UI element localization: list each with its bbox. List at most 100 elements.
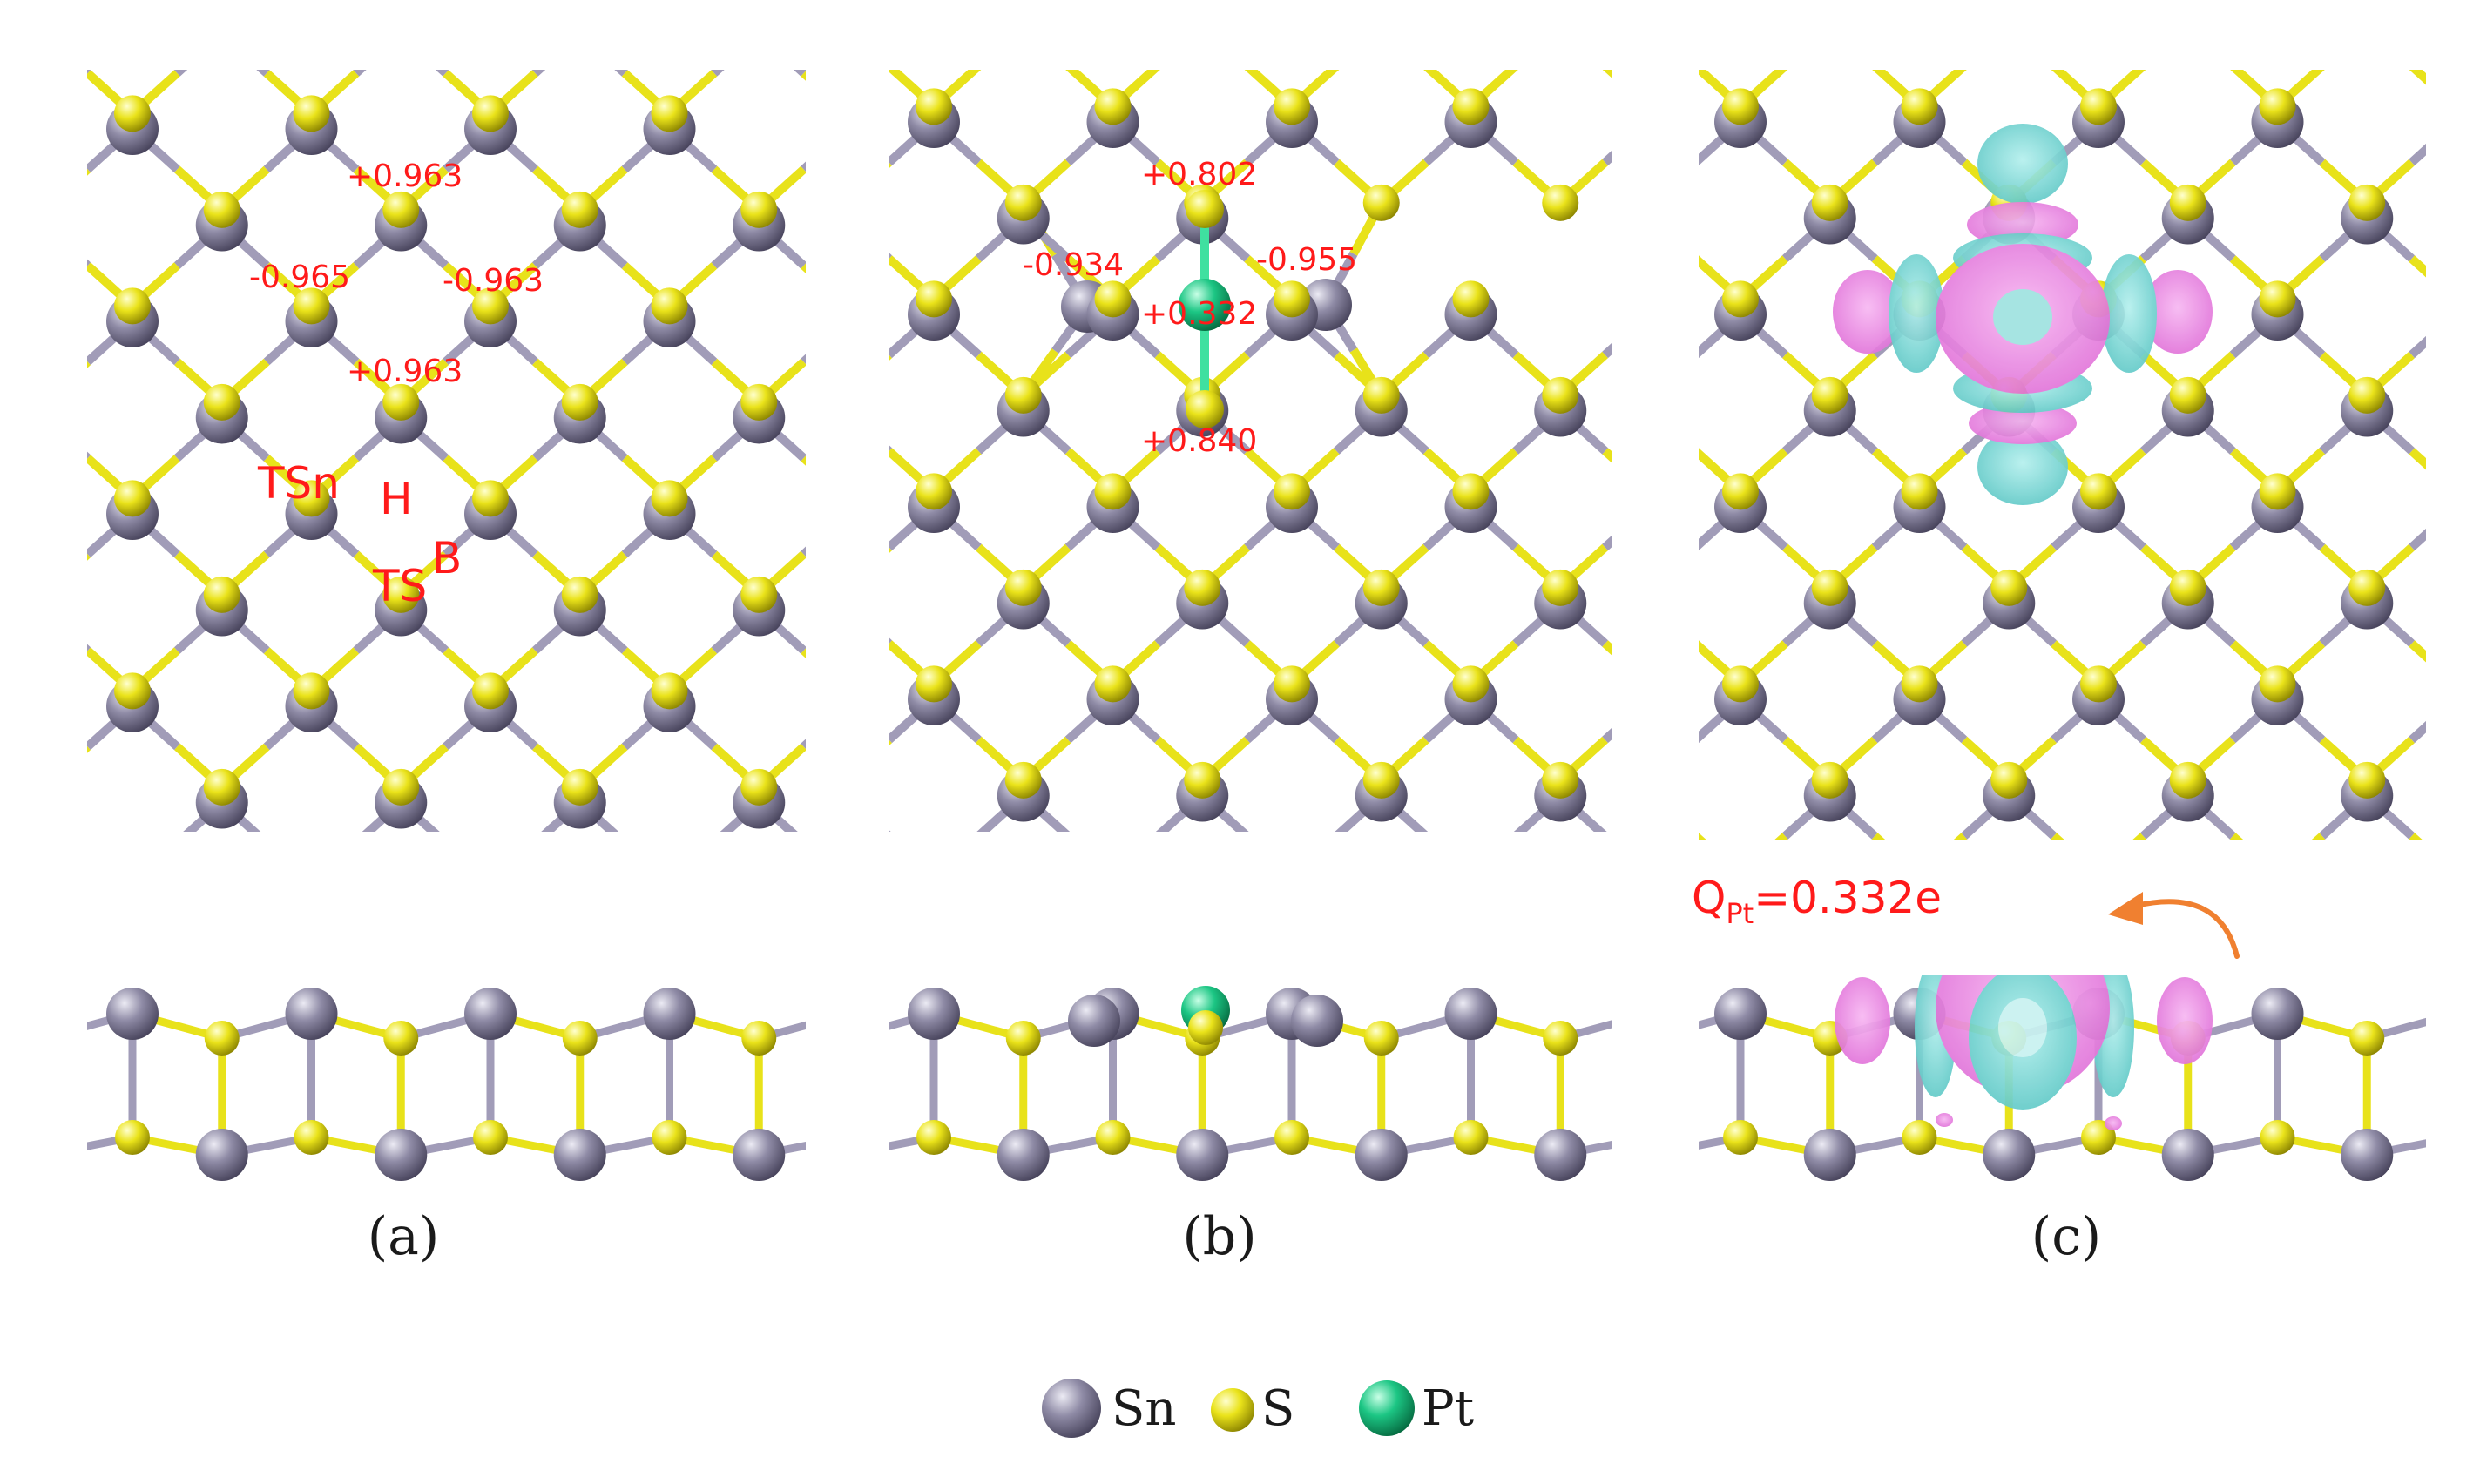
s-atom (1543, 1021, 1578, 1056)
bond-half-s (1874, 932, 1918, 972)
sn-atom (17, 584, 69, 637)
bond-half-s (2412, 1029, 2456, 1069)
sn-atom (2162, 0, 2214, 52)
sn-atom (17, 1162, 69, 1214)
bond-half-sn (267, 899, 311, 939)
s-atom (2259, 665, 2296, 703)
accumulation-lobe (1833, 270, 1902, 354)
bond-half-sn (43, 803, 87, 843)
s-atom (737, 88, 774, 125)
bond-half-sn (435, 70, 449, 77)
charge-label: +0.963 (347, 159, 463, 194)
sn-atom (1002, 295, 1054, 347)
s-atom (1632, 1120, 1667, 1155)
accumulation-lobe (1835, 977, 1890, 1064)
bond-half-sn (1072, 418, 1117, 458)
s-atom (740, 576, 778, 613)
sn-atom (1444, 988, 1497, 1040)
bond-half-s (2367, 0, 2411, 10)
s-atom (920, 577, 956, 613)
s-atom (1010, 865, 1046, 901)
bond-half-s (1829, 644, 1874, 684)
bond-half-s (2051, 833, 2065, 840)
bond-half-sn (1874, 796, 1918, 836)
s-atom (1363, 954, 1400, 991)
bond-half-sn (87, 644, 91, 651)
bond-half-sn (1072, 33, 1117, 73)
s-atom (916, 665, 952, 703)
sn-atom (2430, 1058, 2480, 1110)
bond-half-sn (1740, 411, 1784, 451)
bond-half-sn (1562, 507, 1606, 547)
s-atom (1010, 95, 1046, 132)
bond-half-sn (2233, 1084, 2277, 1124)
s-atom (1990, 0, 2027, 29)
bond-half-s (2132, 833, 2146, 840)
bond-half-sn (1336, 26, 1381, 66)
bond-half-sn (1072, 803, 1117, 843)
s-atom (24, 1154, 61, 1191)
bond-half-s (1605, 836, 1650, 876)
sn-atom (1892, 0, 1944, 52)
s-atom (204, 0, 240, 36)
s-atom-icon (1211, 1388, 1254, 1432)
sn-atom (1091, 7, 1143, 59)
bond-half-s (1651, 354, 1695, 395)
bond-half-s (1874, 739, 1918, 779)
bond-half-s (0, 746, 43, 786)
bond-half-sn (1651, 219, 1695, 259)
bond-half-s (1382, 932, 1426, 972)
bond-half-sn (0, 33, 43, 73)
bond-half-s (1874, 0, 1918, 10)
s-atom (1542, 0, 1578, 29)
s-atom (1812, 0, 1848, 29)
bond-half-sn (1829, 122, 1874, 162)
bond-half-s (1202, 0, 1247, 10)
s-atom (382, 961, 419, 998)
sn-atom (106, 988, 159, 1040)
s-atom (831, 1120, 866, 1155)
s-atom (293, 672, 330, 710)
bond-half-s (1952, 833, 1968, 840)
s-atom (2259, 88, 2296, 125)
bond-half-s (2409, 70, 2426, 85)
sn-atom (1091, 392, 1143, 444)
s-atom (1542, 569, 1579, 606)
bond-half-s (87, 361, 91, 368)
sn-atom (1892, 770, 1944, 822)
s-atom (203, 191, 240, 228)
s-atom (1010, 287, 1046, 324)
s-atom (916, 88, 952, 125)
bond-half-s (1830, 932, 1875, 972)
s-atom (1188, 1010, 1223, 1045)
bond-half-s (401, 0, 445, 17)
panel-b-top-view (737, 0, 1944, 1207)
bond-half-sn (0, 418, 43, 458)
sn-atom (464, 988, 517, 1040)
bond-half-sn (848, 706, 893, 746)
bond-half-s (889, 354, 892, 361)
bond-half-s (978, 0, 1023, 10)
bond-half-s (446, 843, 490, 883)
sn-atom (912, 199, 964, 252)
bond-half-s (938, 361, 983, 401)
bond-half-sn (2456, 699, 2480, 739)
s-atom (1095, 1120, 1131, 1155)
bond-half-sn (2367, 26, 2411, 66)
s-atom (1632, 185, 1669, 221)
s-atom (1722, 665, 1759, 703)
bond-half-s (848, 73, 893, 113)
charge-label: -0.965 (249, 260, 350, 295)
s-atom (1452, 280, 1490, 318)
s-atom (1452, 473, 1490, 510)
s-atom (1542, 954, 1578, 991)
sn-atom (818, 1155, 870, 1207)
bond-half-s (893, 746, 937, 786)
s-atom (827, 1021, 862, 1056)
bond-half-sn (889, 444, 892, 452)
s-atom (203, 576, 240, 613)
bond-half-s (804, 1035, 848, 1076)
sn-atom (912, 584, 964, 637)
bond-half-s (2409, 448, 2426, 470)
s-atom (204, 1021, 240, 1056)
